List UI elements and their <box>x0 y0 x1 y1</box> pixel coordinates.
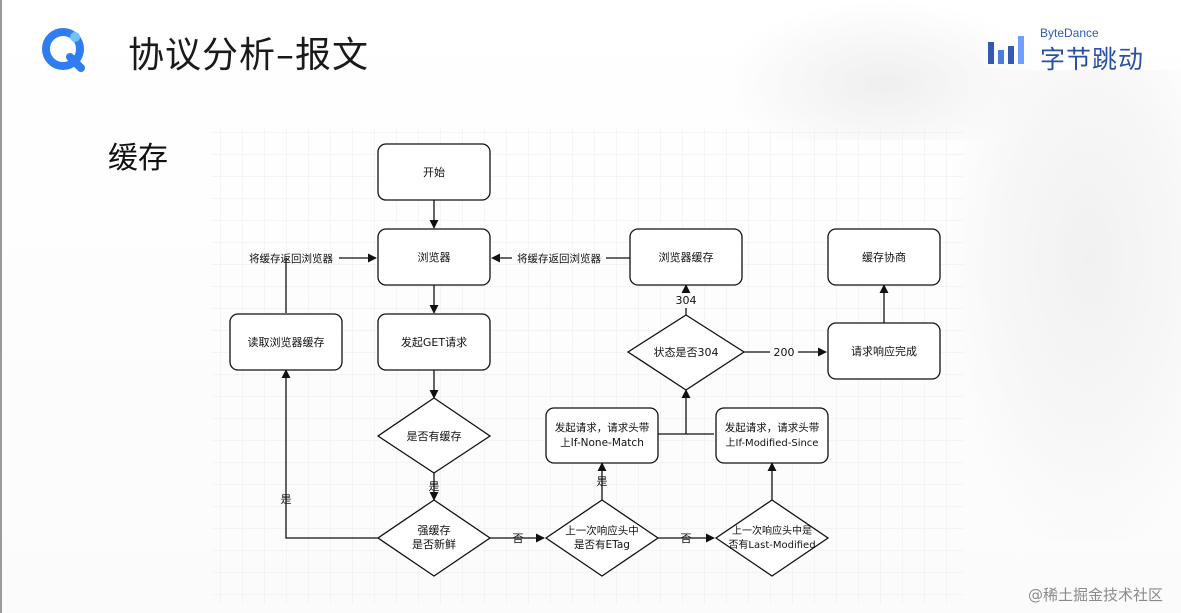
label-inm-1: 发起请求，请求头带 <box>555 421 650 434</box>
window-left-edge <box>0 0 2 613</box>
label-browser: 浏览器 <box>418 250 451 264</box>
circle-logo-icon <box>42 28 85 72</box>
label-strong-fresh-2: 是否新鲜 <box>412 537 456 551</box>
label-read-cache: 读取浏览器缓存 <box>248 335 325 349</box>
edge-label-return-left: 将缓存返回浏览器 <box>249 252 333 265</box>
node-start <box>377 143 491 201</box>
node-etag <box>544 499 660 577</box>
label-ims-2: 上If-Modified-Since <box>726 437 819 449</box>
brand-name-en: ByteDance <box>1040 26 1099 40</box>
edge-label-304: 304 <box>676 294 697 307</box>
label-ims-1: 发起请求，请求头带 <box>725 421 820 434</box>
label-etag-2: 是否有ETag <box>574 538 630 551</box>
edge-label-yes-fresh: 是 <box>281 493 292 506</box>
label-browser-cache: 浏览器缓存 <box>659 250 714 264</box>
label-strong-fresh-1: 强缓存 <box>418 523 451 537</box>
node-strong-fresh <box>376 499 492 577</box>
node-response-done <box>827 322 941 380</box>
node-has-cache <box>376 397 492 474</box>
node-browser <box>377 228 491 286</box>
label-get-request: 发起GET请求 <box>401 335 467 349</box>
label-last-mod-1: 上一次响应头中是 <box>732 524 812 537</box>
bytedance-bars-icon <box>988 36 1024 64</box>
node-get-request <box>377 313 491 371</box>
brand-name-cn: 字节跳动 <box>1040 45 1145 74</box>
label-status-304: 状态是否304 <box>654 345 719 359</box>
label-inm-2: 上If-None-Match <box>560 437 644 449</box>
slide-title: 协议分析–报文 <box>128 35 370 76</box>
watermark: @稀土掘金技术社区 <box>1027 586 1163 604</box>
edge-label-no-etag: 否 <box>681 532 692 545</box>
edge-label-yes-has-cache: 是 <box>429 480 440 493</box>
edge-label-200: 200 <box>774 346 795 359</box>
edge-fresh-readcache <box>281 369 378 539</box>
label-etag-1: 上一次响应头中 <box>565 524 639 537</box>
label-has-cache: 是否有缓存 <box>407 429 462 443</box>
label-negotiate: 缓存协商 <box>862 250 906 264</box>
label-last-mod-2: 否有Last-Modified <box>728 538 815 551</box>
node-last-modified <box>714 499 830 577</box>
node-read-cache <box>229 313 343 371</box>
node-status-304 <box>626 314 746 391</box>
node-negotiate <box>827 228 941 286</box>
node-browser-cache <box>629 228 743 286</box>
brand-logo: ByteDance 字节跳动 <box>988 24 1158 74</box>
decoration-right <box>951 70 1181 540</box>
edge-label-yes-etag: 是 <box>597 475 608 488</box>
label-response-done: 请求响应完成 <box>851 344 917 358</box>
section-title: 缓存 <box>108 141 168 176</box>
node-if-modified-since <box>715 407 829 464</box>
edge-label-no-fresh: 否 <box>513 532 524 545</box>
edge-label-return-mid: 将缓存返回浏览器 <box>517 252 601 265</box>
label-start: 开始 <box>423 165 445 179</box>
node-if-none-match <box>545 407 659 464</box>
